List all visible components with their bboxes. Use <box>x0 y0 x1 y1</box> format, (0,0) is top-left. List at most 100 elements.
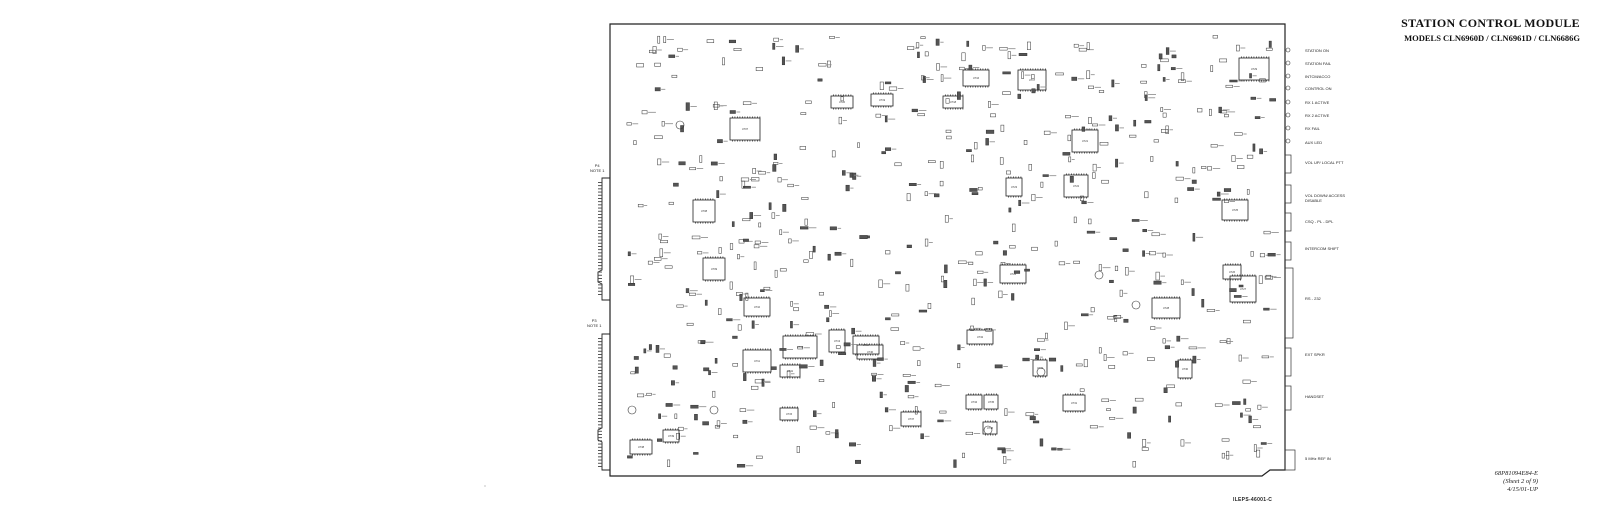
passive-component <box>1129 134 1137 138</box>
passive-component <box>726 318 733 322</box>
passive-component <box>1150 156 1154 162</box>
passive-component <box>1067 134 1071 142</box>
chip-label: U735 <box>988 400 995 404</box>
passive-component <box>1134 397 1144 402</box>
passive-component <box>941 275 944 283</box>
chip-label: U740 <box>867 350 874 354</box>
passive-component <box>1180 279 1184 285</box>
passive-component <box>753 261 757 270</box>
passive-component <box>716 190 720 198</box>
passive-component <box>716 420 721 427</box>
passive-component <box>1240 412 1243 418</box>
passive-component <box>1191 288 1195 296</box>
passive-component <box>971 192 979 195</box>
passive-component <box>924 238 929 247</box>
passive-component <box>1088 218 1092 225</box>
ic-chip <box>702 257 726 281</box>
chip-label: U711 <box>754 359 761 363</box>
side-label: HANDSET <box>1305 394 1325 399</box>
passive-component <box>1068 156 1072 163</box>
passive-component <box>797 346 804 350</box>
passive-component <box>637 393 645 398</box>
chip-label: U736 <box>987 426 994 430</box>
drawing-number: ILEPS-46001-C <box>1233 497 1273 503</box>
passive-component <box>1024 268 1030 272</box>
passive-component <box>944 264 948 274</box>
passive-component <box>1207 166 1212 171</box>
passive-component <box>1114 265 1119 271</box>
side-label: 5 MHz REF IN <box>1305 456 1331 461</box>
passive-component <box>673 182 679 187</box>
passive-component <box>752 168 756 174</box>
passive-component <box>1153 280 1162 285</box>
passive-component <box>1219 340 1227 343</box>
passive-component <box>647 260 653 265</box>
passive-component <box>817 78 823 82</box>
passive-component <box>659 248 663 258</box>
passive-component <box>694 414 698 421</box>
passive-component <box>732 335 738 339</box>
passive-component <box>800 112 807 115</box>
passive-component <box>939 180 944 187</box>
passive-component <box>945 98 950 104</box>
passive-component <box>627 251 631 257</box>
passive-component <box>1269 98 1276 102</box>
connector-p3-label: P3 NOTE 1 <box>587 318 601 328</box>
passive-component <box>850 258 854 267</box>
passive-component <box>1065 115 1071 119</box>
passive-component <box>834 251 842 256</box>
ic-chip <box>1221 199 1249 221</box>
side-label: RX 1 ACTIVE <box>1305 100 1330 105</box>
passive-component <box>957 91 961 100</box>
passive-component <box>1150 326 1156 330</box>
passive-component <box>914 406 918 415</box>
chip-label: U709 <box>711 267 718 271</box>
passive-component <box>652 46 657 54</box>
passive-component <box>693 452 699 455</box>
passive-component <box>1248 415 1252 424</box>
passive-component <box>1165 125 1169 134</box>
passive-component <box>966 149 972 152</box>
passive-component <box>1025 412 1035 417</box>
passive-component <box>654 87 661 92</box>
passive-component <box>1031 74 1035 80</box>
passive-component <box>756 455 763 459</box>
passive-component <box>754 379 763 384</box>
passive-component <box>1101 179 1109 184</box>
ic-chip <box>1005 177 1023 197</box>
connector-p3-name: P3 <box>591 318 597 323</box>
passive-component <box>717 139 723 144</box>
passive-component <box>958 260 967 264</box>
passive-component <box>636 63 644 68</box>
passive-component <box>994 364 1003 369</box>
passive-component <box>1064 321 1068 330</box>
passive-component <box>1031 88 1036 94</box>
passive-component <box>771 212 776 219</box>
chip-label: U715 <box>786 412 793 416</box>
passive-component <box>1062 152 1071 156</box>
passive-component <box>733 434 739 439</box>
passive-component <box>1108 365 1116 369</box>
front-panel-connectors <box>1284 154 1296 471</box>
passive-component <box>832 402 835 408</box>
chip-label: U717 <box>1029 78 1036 82</box>
passive-component <box>855 459 861 464</box>
passive-component <box>977 270 984 274</box>
passive-component <box>1037 338 1045 342</box>
passive-component <box>1260 442 1267 445</box>
passive-component <box>1160 107 1164 112</box>
passive-component <box>1002 250 1007 256</box>
passive-component <box>888 86 898 91</box>
passive-component <box>857 142 860 148</box>
passive-component <box>641 110 648 115</box>
ic-chip <box>830 95 854 109</box>
ic-chip <box>1222 264 1242 280</box>
chip-label: U716 <box>973 76 980 80</box>
passive-component <box>1108 115 1113 122</box>
passive-component <box>1133 119 1137 127</box>
chip-label: U732 <box>977 335 984 339</box>
passive-component <box>1113 315 1122 319</box>
passive-component <box>1119 289 1123 297</box>
passive-component <box>1231 155 1236 162</box>
